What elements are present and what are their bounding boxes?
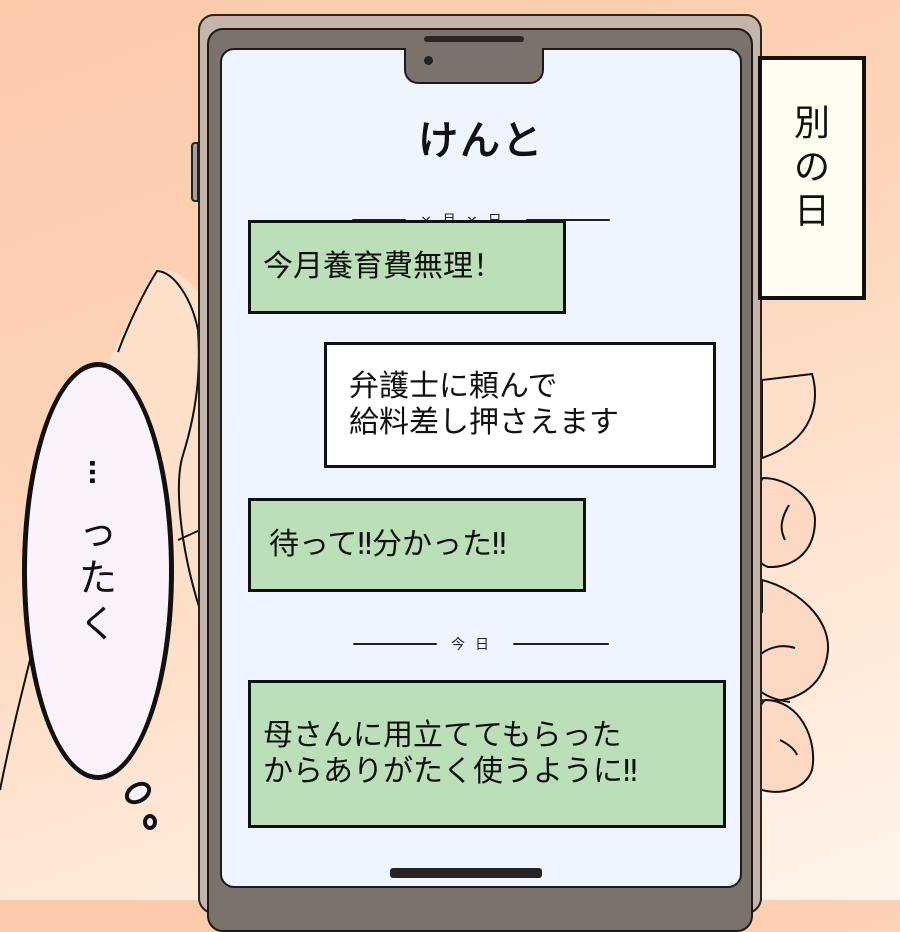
caption-char: の	[793, 147, 830, 188]
thought-char: た	[78, 556, 117, 600]
phone-side-button	[191, 142, 199, 202]
caption-char: 日	[793, 191, 830, 232]
separator-line	[513, 643, 609, 645]
date-separator: 今日	[222, 634, 740, 654]
thought-char: く	[78, 602, 117, 646]
thought-bubble: … っ た く	[22, 362, 174, 780]
narration-caption-box: 別 の 日	[758, 56, 866, 300]
chat-message-received: 待って‼分かった‼	[248, 498, 586, 592]
chat-contact-name: けんと	[418, 118, 544, 164]
chat-message-received: 母さんに用立ててもらった からありがたく使うように‼	[248, 680, 726, 828]
phone-speaker	[424, 36, 524, 42]
date-separator-label: 今日	[451, 637, 499, 653]
message-text: 待って‼分かった‼	[269, 527, 507, 562]
phone-screen: けんと ×月×日 今月養育費無理！ 弁護士に頼んで 給料差し押さえます 待って‼…	[220, 48, 742, 888]
phone-notch	[404, 48, 544, 84]
front-camera-icon	[424, 56, 433, 65]
thought-tail-small	[143, 814, 157, 830]
chat-message-sent: 弁護士に頼んで 給料差し押さえます	[324, 342, 716, 468]
message-text: 母さんに用立ててもらった	[263, 718, 622, 753]
message-text: からありがたく使うように‼	[263, 754, 638, 789]
separator-line	[353, 643, 437, 645]
message-text: 今月養育費無理！	[263, 249, 503, 284]
caption-char: 別	[793, 103, 830, 144]
separator-line	[525, 219, 610, 221]
message-text: 給料差し押さえます	[349, 405, 619, 440]
chat-message-received: 今月養育費無理！	[248, 220, 566, 314]
thought-char: っ	[78, 510, 117, 554]
home-indicator-bar[interactable]	[390, 868, 542, 878]
smartphone: けんと ×月×日 今月養育費無理！ 弁護士に頼んで 給料差し押さえます 待って‼…	[191, 14, 762, 932]
message-text: 弁護士に頼んで	[349, 369, 558, 404]
thought-ellipsis: …	[83, 459, 113, 493]
